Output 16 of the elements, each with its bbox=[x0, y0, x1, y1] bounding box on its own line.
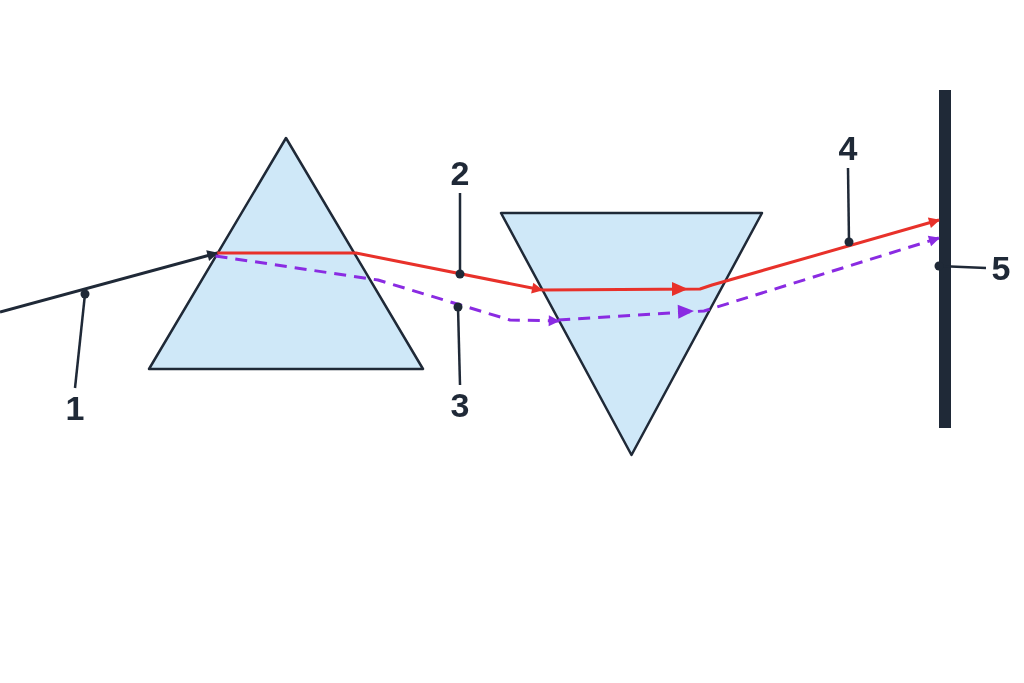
leader-line bbox=[455, 193, 465, 279]
callout-number: 5 bbox=[986, 248, 1016, 288]
screen bbox=[939, 90, 951, 428]
leader-line bbox=[453, 302, 463, 386]
light-ray bbox=[0, 250, 219, 314]
leader-line bbox=[934, 261, 987, 271]
callout-number: 2 bbox=[445, 153, 475, 193]
light-ray bbox=[215, 254, 560, 327]
callout-number: 4 bbox=[833, 128, 863, 168]
callout-number: 1 bbox=[60, 388, 90, 428]
leader-line bbox=[73, 289, 90, 389]
light-ray bbox=[558, 235, 940, 322]
leader-line bbox=[844, 168, 854, 247]
callout-number: 3 bbox=[445, 385, 475, 425]
light-ray bbox=[217, 251, 543, 294]
light-ray bbox=[542, 217, 940, 292]
